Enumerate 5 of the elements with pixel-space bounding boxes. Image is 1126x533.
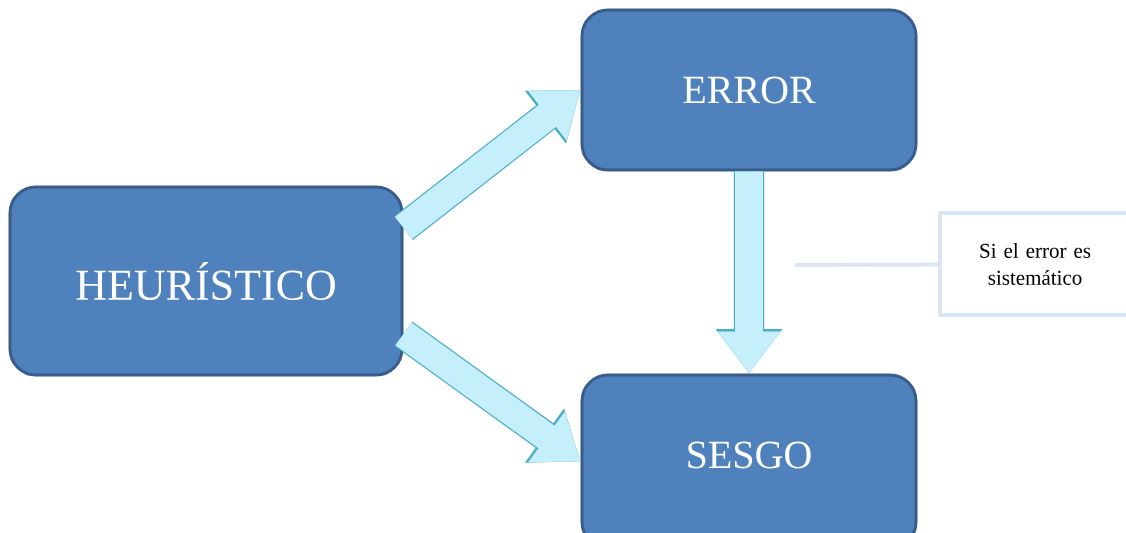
process-box: SESGO — [580, 373, 918, 533]
leader-line — [795, 262, 938, 267]
process-box: ERROR — [580, 8, 918, 172]
callout-box: Si el error es sistemático — [938, 211, 1126, 317]
process-box: HEURÍSTICO — [8, 185, 404, 377]
